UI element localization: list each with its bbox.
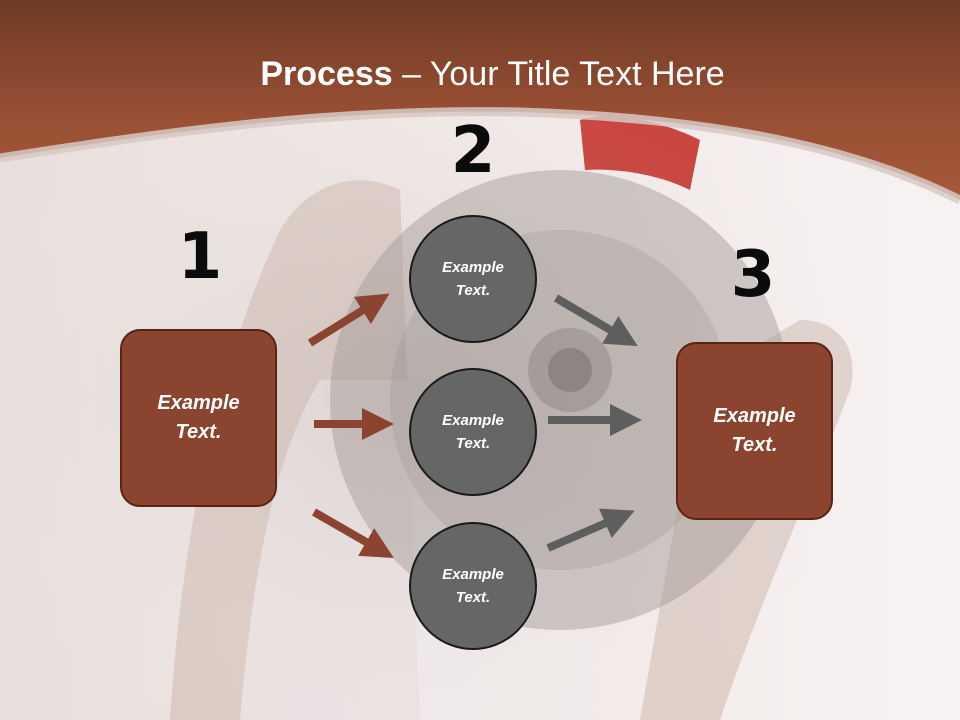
circle-middle-text: Example Text.	[442, 412, 504, 452]
arrow-right-bottom	[546, 508, 635, 552]
slide-title: Process – Your Title Text Here	[0, 52, 960, 96]
title-rest: – Your Title Text Here	[392, 55, 725, 93]
step-number-1: 1	[177, 220, 223, 294]
title-bold: Process	[260, 55, 393, 93]
step-number-3: 3	[730, 238, 776, 312]
step-3-box[interactable]: Example Text.	[676, 342, 833, 520]
arrow-left-bottom	[312, 508, 394, 558]
circle-middle[interactable]: Example Text.	[409, 368, 537, 496]
arrow-right-top	[553, 294, 638, 347]
step-1-box-text: Example Text.	[157, 392, 240, 443]
circle-top-text: Example Text.	[442, 259, 504, 299]
arrow-left-top	[307, 293, 390, 347]
circle-top[interactable]: Example Text.	[409, 215, 537, 343]
step-3-box-text: Example Text.	[713, 405, 796, 456]
step-1-box[interactable]: Example Text.	[120, 329, 277, 507]
circle-bottom[interactable]: Example Text.	[409, 522, 537, 650]
step-number-2: 2	[450, 114, 496, 188]
circle-bottom-text: Example Text.	[442, 566, 504, 606]
